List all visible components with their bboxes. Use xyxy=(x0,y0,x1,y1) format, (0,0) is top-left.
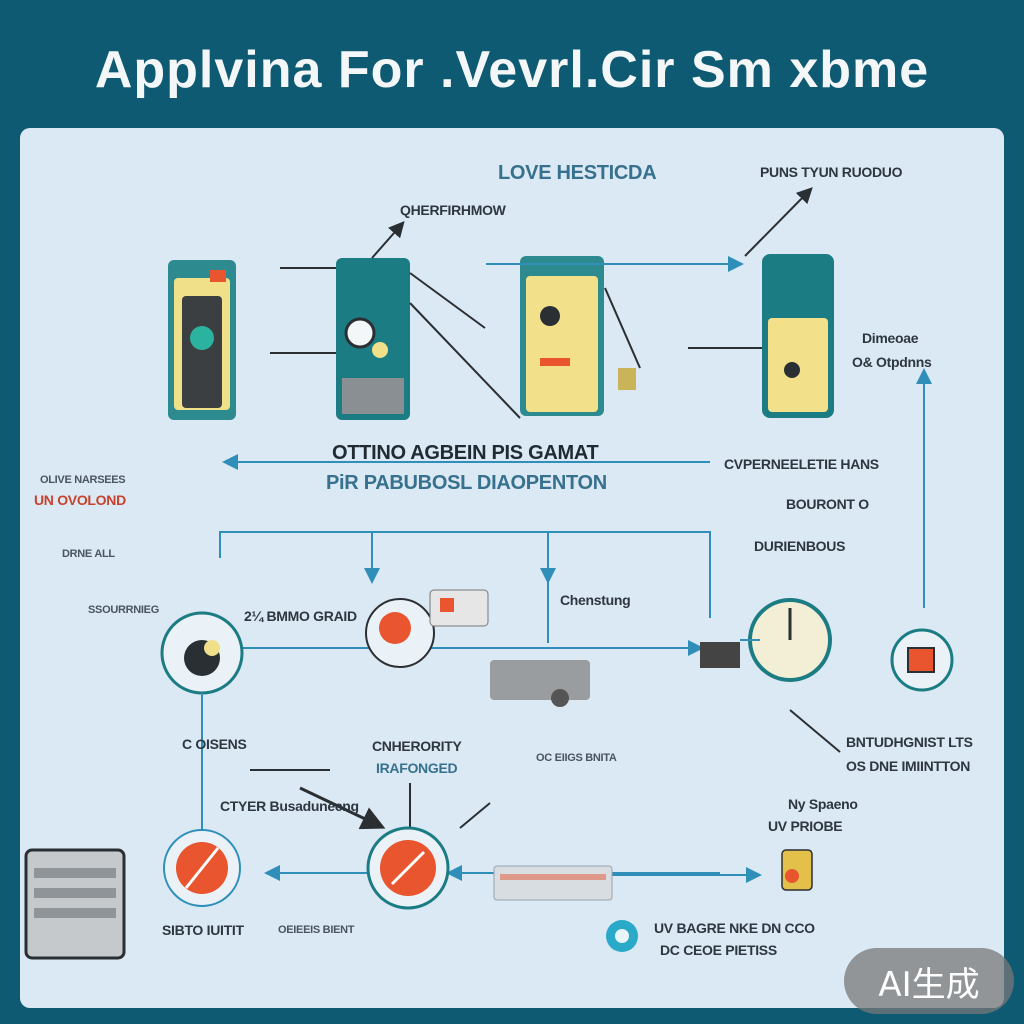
central-processor-node xyxy=(365,589,489,668)
tanker-unit xyxy=(490,660,590,707)
label-right-upper-1: Dimeoae xyxy=(862,330,919,346)
label-center-right: Chenstung xyxy=(560,592,631,608)
label-lower-center-2: IRAFONGED xyxy=(376,760,458,776)
connector-line xyxy=(789,709,841,753)
label-left-node: SSOURRNIEG xyxy=(88,604,159,616)
label-bottom-1: SIBTO IUITIT xyxy=(162,922,244,938)
network-frame xyxy=(219,531,711,618)
diagram-panel: LOVE HESTICDA QHERFIRHMOW PUNS TYUN RUOD… xyxy=(20,128,1004,1008)
label-mid-right-1: CVPERNEELETIE HANS xyxy=(724,456,879,472)
label-mid-right-2: BOURONT O xyxy=(786,496,869,512)
machine-unit-3 xyxy=(520,256,636,416)
machine-unit-4 xyxy=(762,254,834,418)
label-left-red: UN OVOLOND xyxy=(34,492,126,508)
label-bottom-right-2: UV PRIOBE xyxy=(768,818,843,834)
pipe-segment xyxy=(493,865,613,901)
machine-unit-2 xyxy=(336,258,410,420)
label-right-upper-2: O& Otpdnns xyxy=(852,354,932,370)
label-bottom-2: OEIEEIS BIENT xyxy=(278,924,355,936)
label-left-mid-2: DRNE ALL xyxy=(62,548,115,560)
pointer-arrow xyxy=(744,187,813,257)
pointer-arrow xyxy=(299,786,386,830)
bottom-center-valve xyxy=(366,826,450,910)
label-mid-center-2: PiR PABUBOSL DIAOPENTON xyxy=(326,472,607,494)
far-right-node xyxy=(890,628,954,692)
right-gauge-node xyxy=(700,598,832,682)
label-bottom-left: CTYER Busaduneeng xyxy=(220,798,359,814)
label-lower-center-small: OC EIIGS BNITA xyxy=(536,752,617,764)
machine-unit-1 xyxy=(168,260,236,420)
left-pump-node xyxy=(160,611,244,695)
label-bottom-4: DC CEOE PIETISS xyxy=(660,942,777,958)
connector-line xyxy=(604,287,641,369)
label-bottom-3: UV BAGRE NKE DN CCO xyxy=(654,920,815,936)
label-bottom-right-1: Ny Spaeno xyxy=(788,796,858,812)
label-top-right: PUNS TYUN RUODUO xyxy=(760,164,903,180)
bottom-storage-box xyxy=(24,848,126,960)
ai-generated-watermark: AI生成 xyxy=(844,948,1014,1014)
label-center-flow: 2¼ BMMO GRAID xyxy=(244,608,357,624)
label-top-center: LOVE HESTICDA xyxy=(498,162,657,184)
label-lower-right-2: OS DNE IMIINTTON xyxy=(846,758,971,774)
label-lower-center-1: CNHERORITY xyxy=(372,738,462,754)
label-mid-center-1: OTTINO AGBEIN PIS GAMAT xyxy=(332,442,599,464)
label-left-mid-1: OLIVE NARSEES xyxy=(40,474,126,486)
connector-line xyxy=(409,302,521,419)
bottom-left-valve xyxy=(163,829,241,907)
connector-line xyxy=(459,802,491,829)
label-lower-left: C OISENS xyxy=(182,736,247,752)
label-top-center-small: QHERFIRHMOW xyxy=(400,202,506,218)
connector-line xyxy=(409,272,486,329)
bottom-right-device xyxy=(781,849,813,891)
diagram-title: Applvina For .Vevrl.Cir Sm xbme xyxy=(94,41,930,99)
diagram-canvas xyxy=(24,187,954,960)
label-mid-right-3: DURIENBOUS xyxy=(754,538,846,554)
bottom-sensor-icon xyxy=(606,920,638,952)
label-lower-right-1: BNTUDHGNIST LTS xyxy=(846,734,973,750)
pointer-arrow xyxy=(371,221,405,259)
